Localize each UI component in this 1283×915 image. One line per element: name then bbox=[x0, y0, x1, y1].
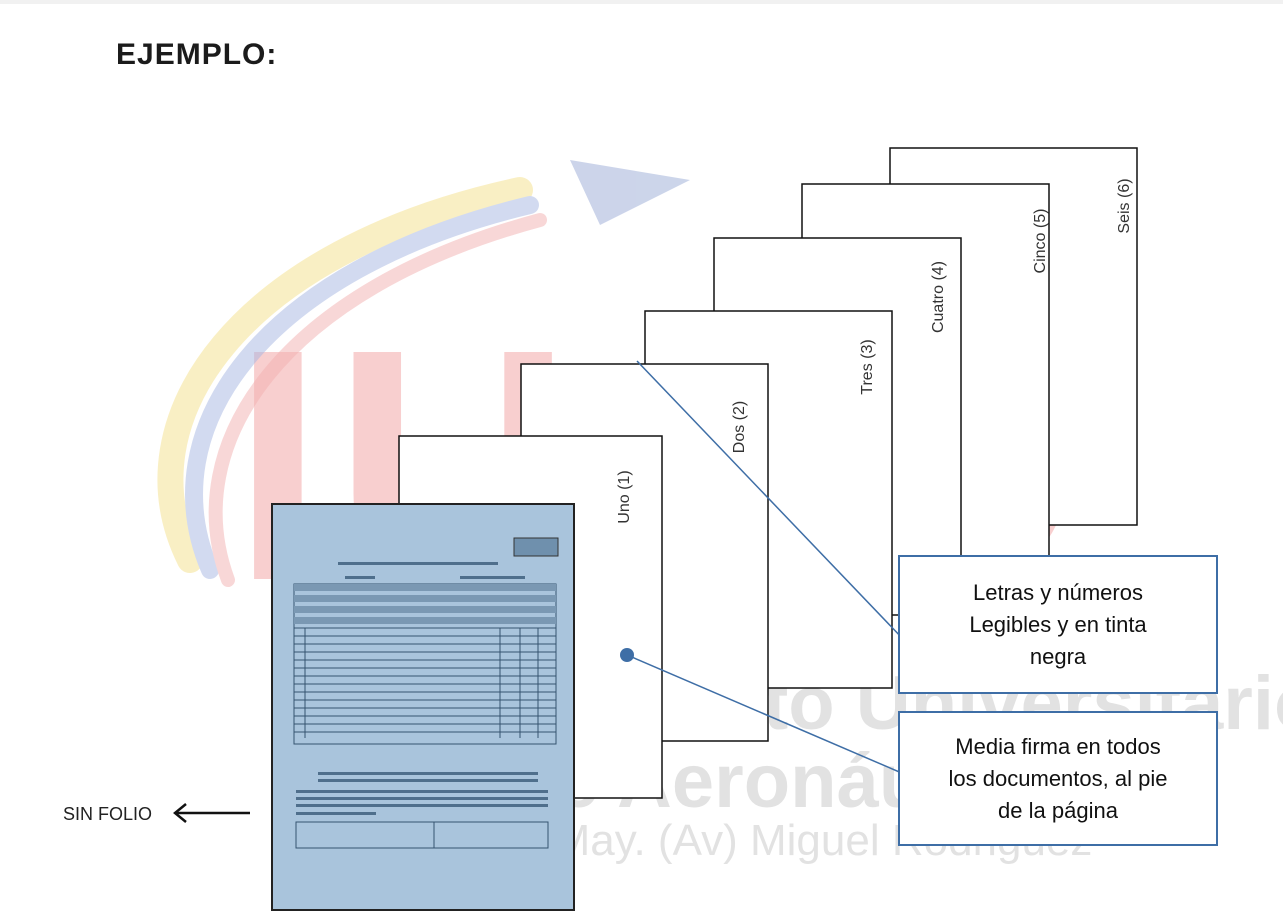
page-label-four: Cuatro (4) bbox=[930, 260, 947, 334]
page-label-three: Tres (3) bbox=[859, 339, 876, 395]
page-label-two: Dos (2) bbox=[731, 400, 748, 454]
cover-form-sheet bbox=[271, 503, 575, 911]
ink-callout-line-3: negra bbox=[1029, 643, 1087, 669]
top-divider bbox=[0, 0, 1283, 4]
sin-folio-label: SIN FOLIO bbox=[63, 804, 153, 824]
ink-callout-line-2: Legibles y en tinta bbox=[969, 611, 1147, 637]
page-label-one: Uno (1) bbox=[616, 470, 633, 524]
watermark-swoosh bbox=[157, 160, 690, 587]
signature-point-marker bbox=[620, 648, 634, 662]
signature-callout-line-2: los documentos, al pie bbox=[948, 765, 1168, 791]
signature-callout-box: Media firma en todos los documentos, al … bbox=[898, 711, 1218, 846]
signature-callout-connector bbox=[626, 654, 905, 775]
page-label-six: Seis (6) bbox=[1116, 178, 1133, 234]
signature-callout-line-3: de la página bbox=[998, 797, 1118, 823]
page-title: EJEMPLO: bbox=[116, 38, 278, 71]
signature-callout-line-1: Media firma en todos bbox=[955, 733, 1161, 759]
ink-callout-connector bbox=[636, 360, 905, 641]
sin-folio-arrow bbox=[173, 803, 250, 823]
page-label-five: Cinco (5) bbox=[1032, 208, 1049, 274]
ink-callout-box: Letras y números Legibles y en tinta neg… bbox=[898, 555, 1218, 694]
ink-callout-line-1: Letras y números bbox=[973, 579, 1143, 605]
